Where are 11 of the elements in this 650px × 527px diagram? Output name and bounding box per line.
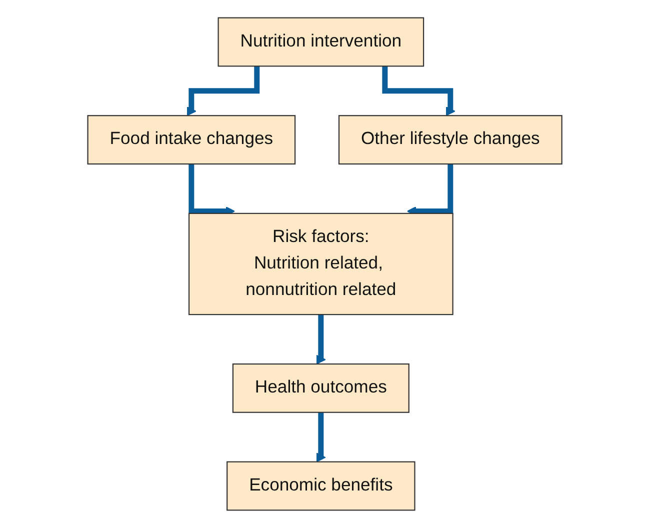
arrow (316, 412, 326, 462)
arrow (407, 163, 454, 216)
arrow (382, 66, 456, 116)
node-box: Economic benefits (226, 460, 416, 510)
node-box: Nutrition intervention (218, 16, 424, 66)
arrow (316, 314, 326, 364)
node-box: Other lifestyle changes (338, 114, 563, 164)
node-box: Health outcomes (232, 362, 410, 412)
node-box: Risk factors: Nutrition related, nonnutrition related (188, 212, 454, 315)
arrow (186, 66, 260, 116)
node-box: Food intake changes (87, 114, 296, 164)
